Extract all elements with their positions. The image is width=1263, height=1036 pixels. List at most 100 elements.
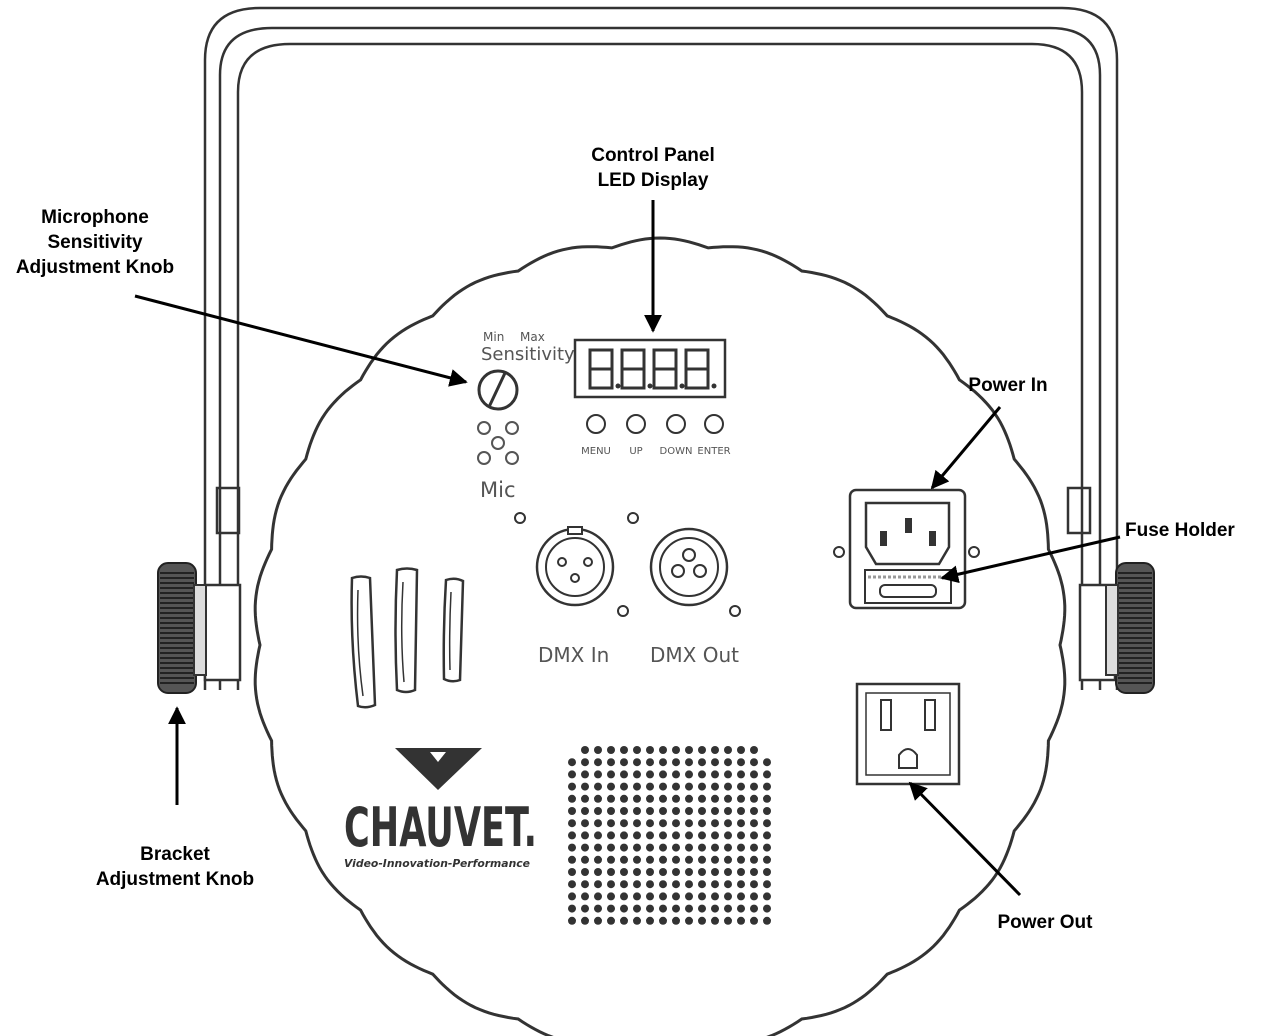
grille-dot: [581, 782, 589, 791]
grille-dot: [672, 855, 680, 864]
grille-dot: [711, 770, 719, 779]
grille-dot: [568, 831, 576, 840]
grille-dot: [698, 855, 706, 864]
grille-dot: [737, 807, 745, 815]
grille-dot: [594, 892, 602, 901]
grille-dot: [594, 782, 602, 791]
grille-dot: [581, 746, 589, 754]
grille-dot: [685, 782, 693, 791]
grille-dot: [672, 831, 680, 840]
grille-dot: [659, 831, 667, 840]
control-panel-callout: Control Panel LED Display: [563, 143, 743, 193]
grille-dot: [672, 746, 680, 754]
grille-dot: [672, 843, 680, 852]
grille-dot: [750, 819, 758, 828]
grille-dot: [685, 904, 693, 913]
enter-button[interactable]: [704, 414, 724, 434]
grille-dot: [685, 855, 693, 864]
grille-dot: [698, 807, 706, 815]
grille-dot: [646, 892, 654, 901]
grille-dot: [607, 892, 615, 901]
grille-dot: [685, 868, 693, 876]
down-button[interactable]: [666, 414, 686, 434]
grille-dot: [633, 916, 641, 925]
grille-dot: [711, 831, 719, 840]
grille-dot: [607, 916, 615, 925]
grille-dot: [750, 831, 758, 840]
grille-dot: [711, 746, 719, 754]
grille-dot: [711, 794, 719, 803]
grille-dot: [698, 868, 706, 876]
grille-dot: [724, 880, 732, 889]
grille-dot: [607, 819, 615, 828]
up-button[interactable]: [626, 414, 646, 434]
grille-dot: [711, 855, 719, 864]
grille-dot: [620, 904, 628, 913]
grille-dot: [633, 782, 641, 791]
grille-dot: [750, 904, 758, 913]
grille-dot: [620, 880, 628, 889]
grille-dot: [698, 880, 706, 889]
grille-dot: [763, 782, 771, 791]
callout-line: Microphone: [41, 207, 149, 228]
led-digit: [652, 348, 685, 390]
dmx-out-connector[interactable]: [627, 512, 741, 617]
mic-holes: [477, 421, 519, 465]
grille-dot: [750, 758, 758, 767]
grille-dot: [581, 807, 589, 815]
grille-dot: [646, 831, 654, 840]
grille-dot: [672, 782, 680, 791]
mic-sensitivity-knob[interactable]: [477, 369, 519, 411]
grille-dot: [750, 916, 758, 925]
grille-dot: [737, 880, 745, 889]
grille-dot: [737, 770, 745, 779]
grille-dot: [685, 892, 693, 901]
mic-knob-arrow: [134, 294, 468, 387]
grille-dot: [594, 916, 602, 925]
grille-dot: [568, 868, 576, 876]
grille-dot: [581, 880, 589, 889]
grille-dot: [724, 855, 732, 864]
grille-dot: [763, 770, 771, 779]
grille-dot: [607, 770, 615, 779]
grille-dot: [620, 892, 628, 901]
grille-dot: [646, 880, 654, 889]
grille-dot: [620, 746, 628, 754]
grille-dot: [724, 904, 732, 913]
grille-dot: [724, 819, 732, 828]
grille-dot: [607, 782, 615, 791]
grille-dot: [594, 855, 602, 864]
menu-button[interactable]: [586, 414, 606, 434]
fuse-holder-arrow: [940, 535, 1121, 584]
grille-dot: [620, 819, 628, 828]
grille-dot: [568, 794, 576, 803]
grille-dot: [698, 892, 706, 901]
bracket-knob-right: [1105, 562, 1155, 694]
grille-dot: [763, 892, 771, 901]
grille-dot: [646, 782, 654, 791]
power-out-outlet[interactable]: [855, 682, 961, 786]
grille-dot: [711, 892, 719, 901]
grille-dot: [659, 758, 667, 767]
grille-dot: [750, 892, 758, 901]
dmx-in-connector[interactable]: [514, 512, 629, 617]
fuse-holder[interactable]: [864, 569, 952, 604]
grille-dot: [646, 904, 654, 913]
grille-dot: [620, 831, 628, 840]
callout-line: Power In: [968, 375, 1048, 396]
grille-dot: [581, 904, 589, 913]
power-in-callout: Power In: [948, 373, 1068, 398]
grille-dot: [633, 831, 641, 840]
grille-dot: [724, 916, 732, 925]
grille-dot: [737, 794, 745, 803]
grille-dot: [620, 794, 628, 803]
callout-line: Control Panel: [591, 145, 715, 166]
grille-dot: [763, 916, 771, 925]
grille-dot: [646, 855, 654, 864]
grille-dot: [724, 746, 732, 754]
grille-dot: [659, 819, 667, 828]
power-out-arrow: [908, 781, 1022, 897]
grille-dot: [763, 855, 771, 864]
callout-line: Adjustment Knob: [95, 869, 255, 890]
grille-dot: [581, 868, 589, 876]
